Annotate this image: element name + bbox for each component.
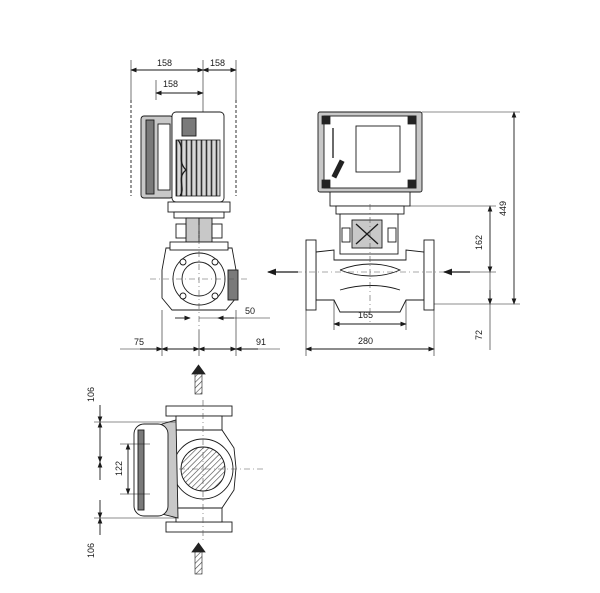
dim-plan-bottom-label: 106 xyxy=(86,543,96,558)
plan-flanges xyxy=(165,405,233,533)
dim-side-total-length: 280 xyxy=(305,310,435,356)
dim-side-flange-span-label: 165 xyxy=(358,310,373,320)
plan-view: 106 122 106 xyxy=(86,364,266,575)
dim-front-bottom-left-label: 75 xyxy=(134,337,144,347)
plan-flow-arrows xyxy=(191,364,206,575)
dim-side-total-height-label: 449 xyxy=(498,201,508,216)
dim-side-flange-span: 165 xyxy=(333,300,407,330)
dim-front-right-offset: 50 xyxy=(175,306,270,321)
front-coupling xyxy=(167,201,231,243)
dim-plan-top-label: 106 xyxy=(86,387,96,402)
dim-front-bottom-right-label: 91 xyxy=(256,337,266,347)
front-pump-casing xyxy=(150,225,248,330)
dim-front-top-right-label: 158 xyxy=(210,58,225,68)
dim-front-top-inner-label: 158 xyxy=(163,79,178,89)
plan-motor-block xyxy=(133,419,179,519)
side-motor-head xyxy=(317,111,423,193)
dim-side-total-length-label: 280 xyxy=(358,336,373,346)
front-terminal-box xyxy=(140,115,174,199)
dim-front-top: 158 158 158 xyxy=(130,58,237,118)
plan-casing xyxy=(140,400,266,540)
dim-side-below-axis-label: 72 xyxy=(474,330,484,340)
dim-front-bottom: 75 91 xyxy=(120,310,280,356)
dim-side-pipe-height-label: 162 xyxy=(474,235,484,250)
front-motor xyxy=(171,111,225,203)
dim-plan-middle-label: 122 xyxy=(114,461,124,476)
front-view: 158 158 158 xyxy=(120,58,280,356)
dim-plan-vertical: 106 122 106 xyxy=(86,387,176,558)
side-casing xyxy=(296,204,446,322)
dim-side-vertical: 449 162 72 xyxy=(410,111,520,350)
dim-front-top-left-label: 158 xyxy=(157,58,172,68)
dim-front-right-offset-label: 50 xyxy=(245,306,255,316)
side-view: 165 280 449 162 72 xyxy=(266,111,520,356)
